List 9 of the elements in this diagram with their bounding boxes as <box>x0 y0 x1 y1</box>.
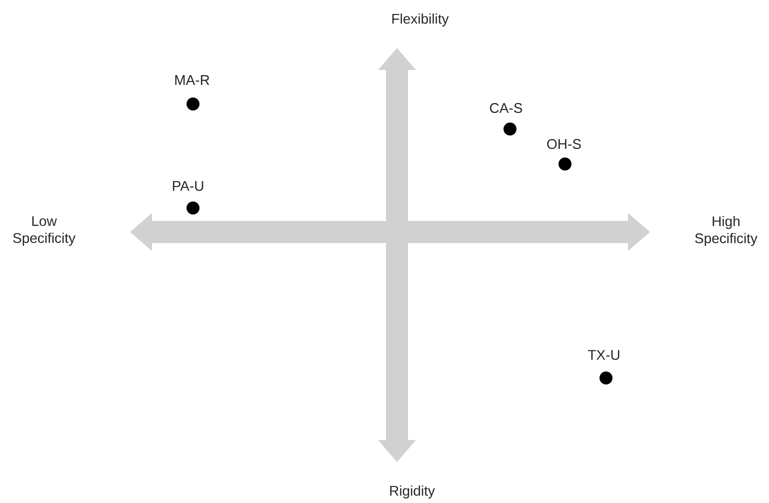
point-label: OH-S <box>547 139 581 149</box>
point-label: PA-U <box>172 181 204 191</box>
point-label: TX-U <box>588 350 620 360</box>
axis-label: High Specificity <box>695 216 758 246</box>
axis-label: Flexibility <box>392 13 449 27</box>
axis-label: Rigidity <box>390 485 435 498</box>
point-label: CA-S <box>490 103 522 113</box>
point-label: MA-R <box>175 75 210 85</box>
axis-label: Low Specificity <box>13 216 76 246</box>
